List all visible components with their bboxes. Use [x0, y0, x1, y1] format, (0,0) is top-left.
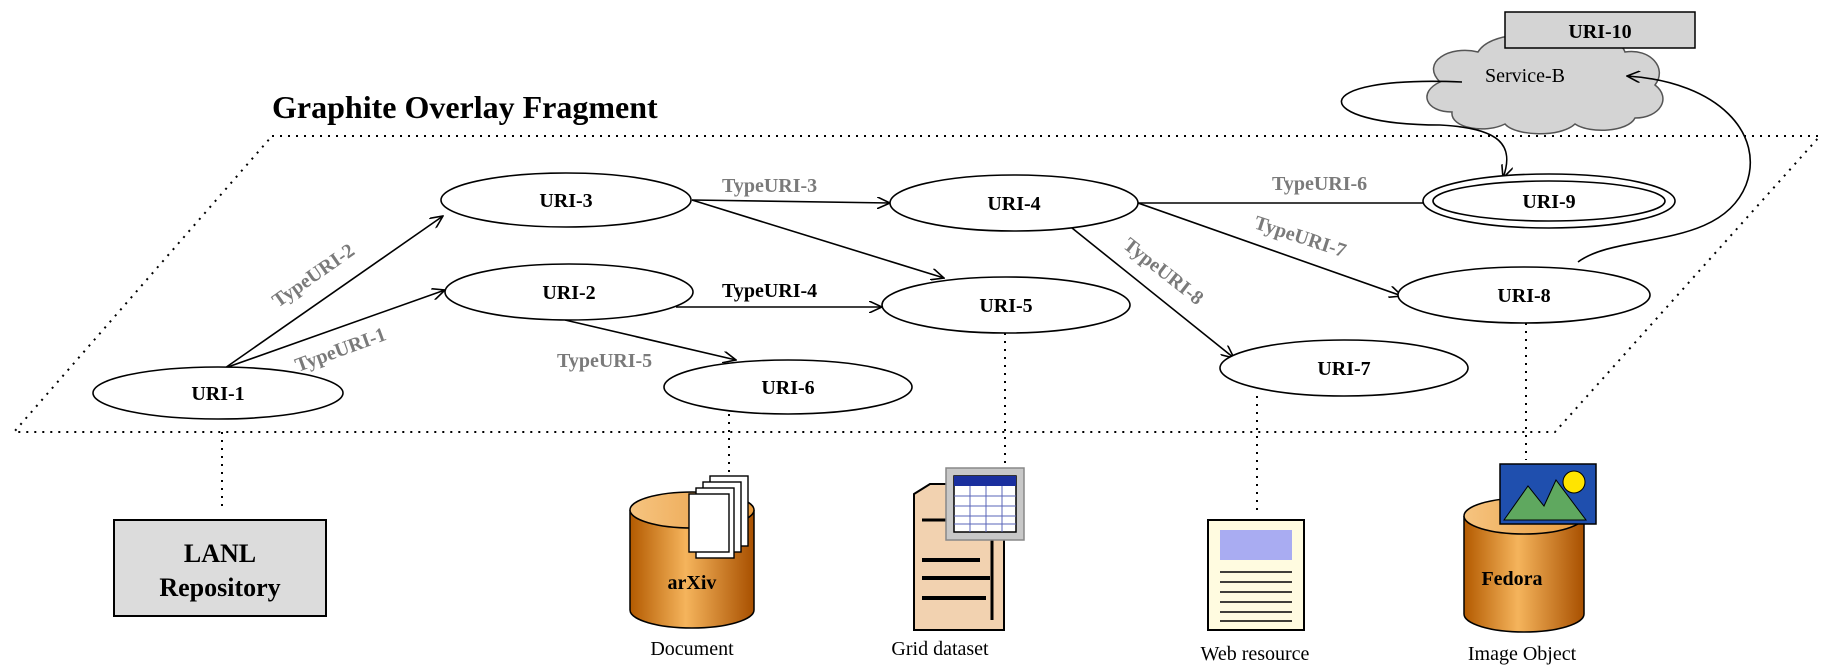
uri-8-label: URI-8 [1497, 285, 1550, 307]
uri-1-node[interactable]: URI-1 [92, 366, 344, 420]
uri-2-node[interactable]: URI-2 [444, 263, 694, 321]
uri-5-label: URI-5 [979, 295, 1032, 317]
web-page-icon [1207, 519, 1305, 631]
resource-connectors [221, 323, 1527, 510]
uri-4-label: URI-4 [987, 193, 1040, 215]
image-object-caption: Image Object [1468, 643, 1577, 665]
edge-uri4-uri7 [1071, 227, 1234, 358]
edge-label-typeuri-1: TypeURI-1 [292, 323, 389, 376]
arxiv-label: arXiv [668, 572, 717, 594]
grid-dataset-caption: Grid dataset [891, 638, 989, 660]
edge-uri3-uri4 [691, 200, 890, 203]
uri-3-node[interactable]: URI-3 [440, 172, 692, 228]
lanl-repository-box: LANL Repository [113, 519, 327, 617]
uri-6-label: URI-6 [761, 377, 814, 399]
uri-1-label: URI-1 [191, 383, 244, 405]
uri-9-node[interactable]: URI-9 [1422, 173, 1676, 229]
uri-10-box[interactable]: URI-10 [1504, 11, 1696, 49]
service-b-cloud: Service-B [1426, 34, 1664, 135]
uri-5-node[interactable]: URI-5 [881, 276, 1131, 334]
repository-line-1: LANL [184, 539, 256, 568]
uri-10-label: URI-10 [1568, 21, 1631, 43]
uri-9-label: URI-9 [1522, 191, 1575, 213]
edge-label-typeuri-3: TypeURI-3 [722, 175, 817, 197]
image-icon [1499, 463, 1597, 525]
uri-3-label: URI-3 [539, 190, 592, 212]
service-to-uri-9-arc [1340, 80, 1506, 178]
uri-8-to-service-arc [1577, 76, 1752, 263]
uri-7-label: URI-7 [1317, 358, 1370, 380]
uri-7-node[interactable]: URI-7 [1219, 339, 1469, 397]
uri-6-node[interactable]: URI-6 [663, 359, 913, 415]
fedora-database-icon: Fedora [1463, 463, 1597, 633]
edges [224, 199, 1442, 369]
edge-label-typeuri-6: TypeURI-6 [1272, 173, 1367, 195]
edge-label-typeuri-4: TypeURI-4 [722, 280, 817, 302]
uri-2-label: URI-2 [542, 282, 595, 304]
web-resource-caption: Web resource [1201, 643, 1310, 665]
edge-uri4-uri8 [1137, 202, 1402, 296]
edge-label-typeuri-2: TypeURI-2 [268, 239, 359, 312]
edge-uri3-uri5 [691, 199, 944, 278]
edge-label-typeuri-5: TypeURI-5 [557, 350, 652, 372]
edge-uri2-uri6 [564, 319, 736, 360]
edge-label-typeuri-7: TypeURI-7 [1251, 212, 1348, 262]
repository-line-2: Repository [159, 573, 280, 602]
edge-uri1-uri3 [224, 216, 443, 369]
uri-8-node[interactable]: URI-8 [1397, 266, 1651, 324]
diagram-title: Graphite Overlay Fragment [272, 89, 658, 125]
grid-server-icon [913, 467, 1025, 631]
edge-label-typeuri-8: TypeURI-8 [1119, 234, 1208, 310]
document-caption: Document [650, 638, 734, 660]
service-b-label: Service-B [1485, 65, 1565, 87]
fedora-label: Fedora [1481, 568, 1542, 590]
overlay-plane [11, 135, 1823, 433]
uri-4-node[interactable]: URI-4 [889, 174, 1139, 232]
edge-uri1-uri2 [224, 290, 445, 369]
arxiv-database-icon: arXiv [629, 475, 755, 629]
